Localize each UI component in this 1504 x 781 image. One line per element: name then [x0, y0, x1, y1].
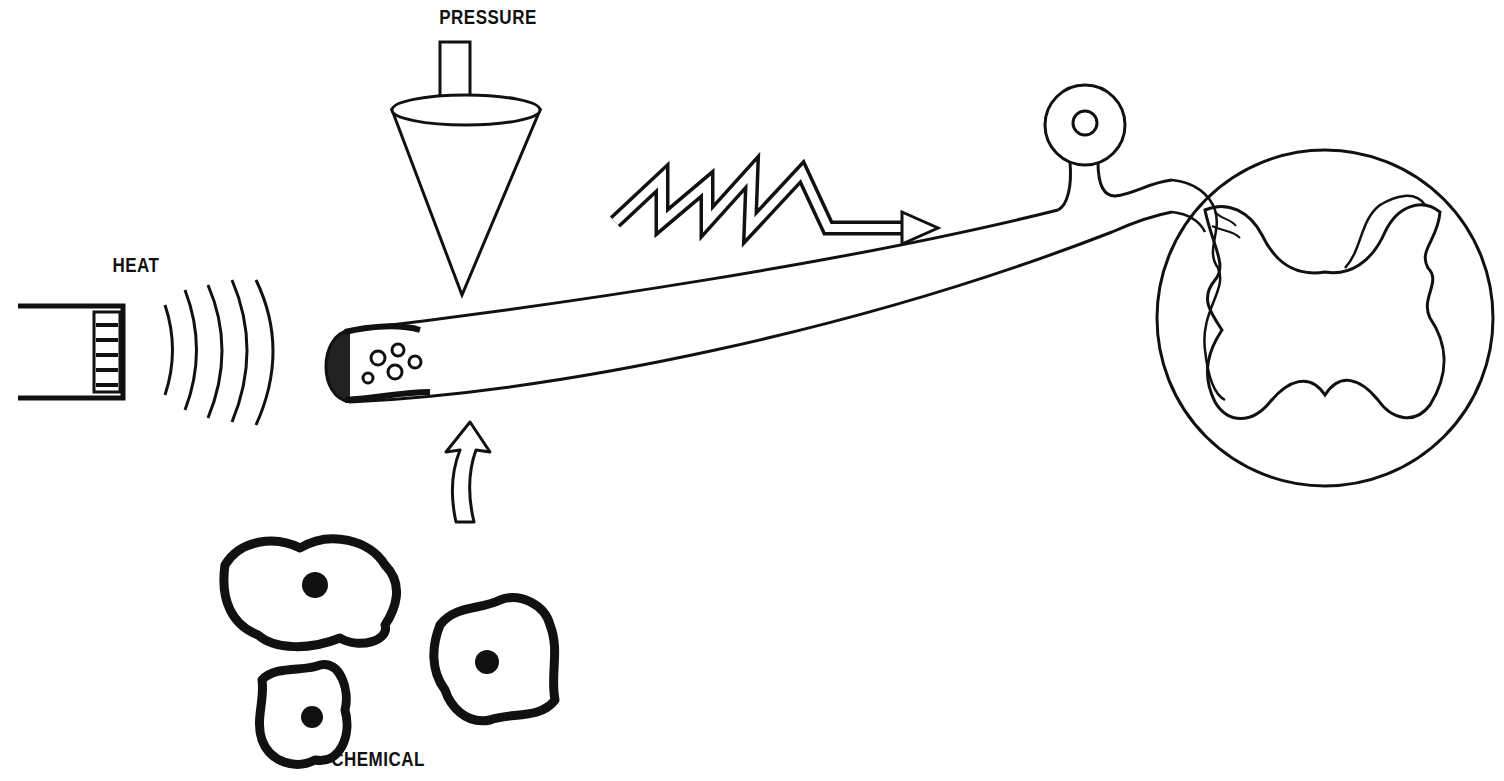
- tissue-cells: [224, 539, 555, 764]
- pressure-probe: [392, 42, 540, 295]
- impulse-arrow: [615, 172, 938, 244]
- spinal-cord: [1157, 150, 1493, 486]
- chemical-arrow: [446, 422, 490, 522]
- stimulus-label: CHEMICAL: [331, 749, 425, 772]
- heat-waves: [165, 280, 273, 425]
- heat-source: [18, 306, 123, 398]
- cell-nucleus: [301, 572, 499, 728]
- stimulus-label: PRESSURE: [439, 7, 537, 30]
- sensory-neuron: [326, 85, 1172, 402]
- stimulus-label: HEAT: [112, 255, 159, 278]
